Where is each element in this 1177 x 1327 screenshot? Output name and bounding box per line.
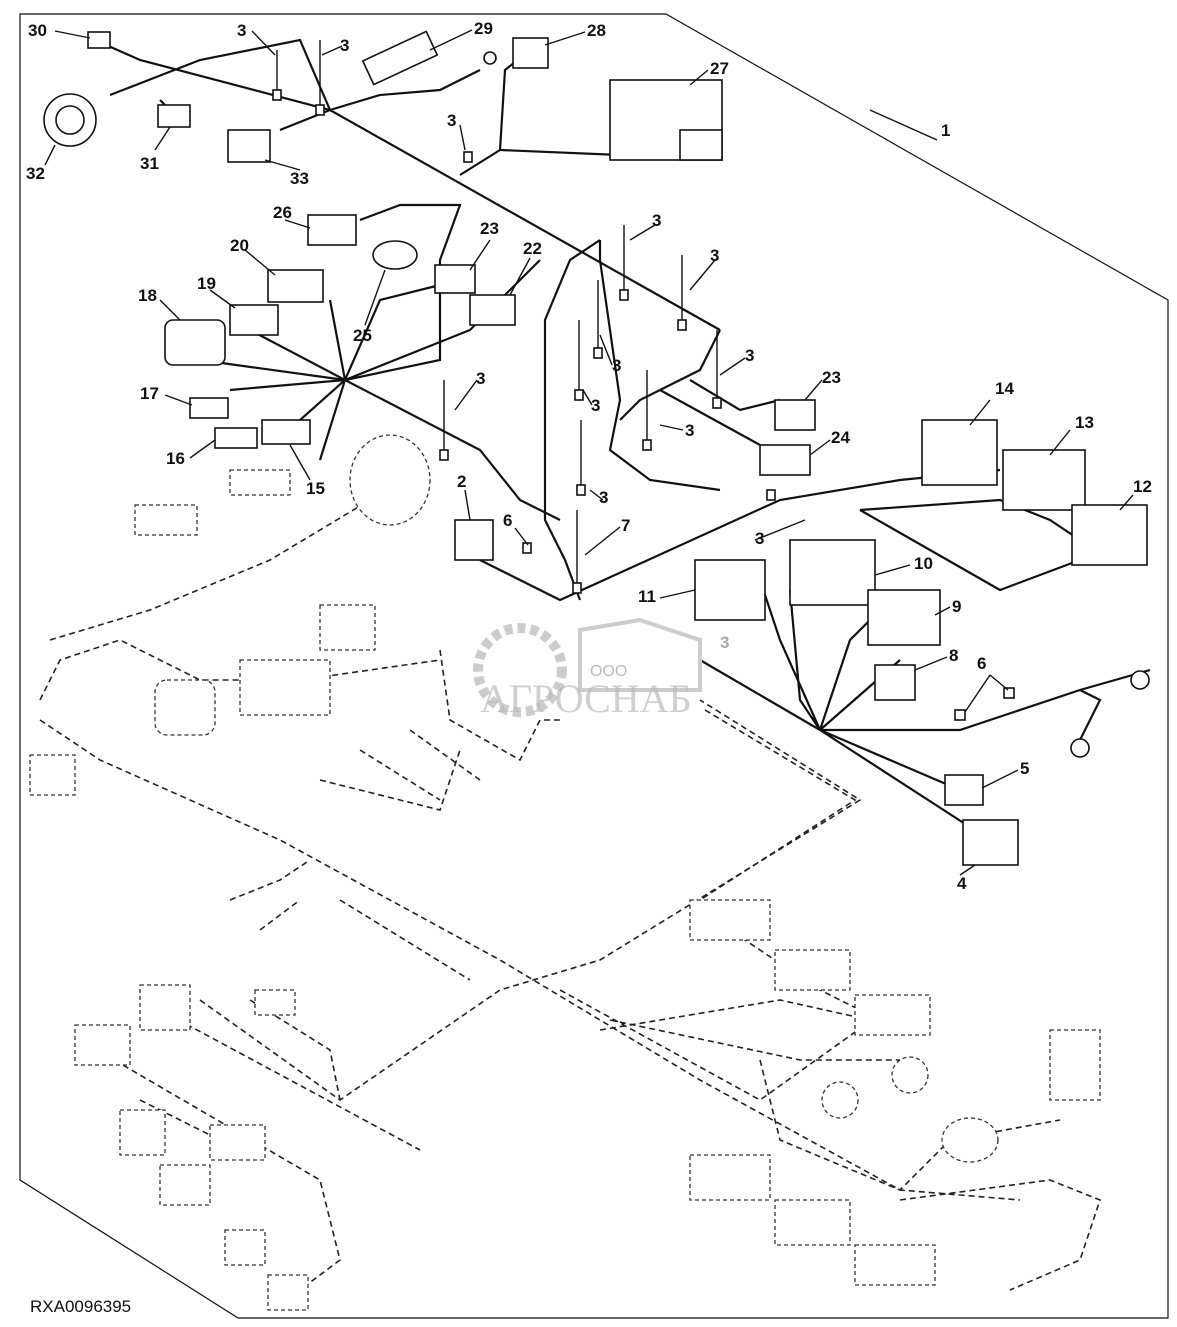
connector-26	[307, 214, 357, 246]
callout: 2	[457, 472, 466, 491]
callout: 1	[941, 121, 950, 140]
connector-11	[694, 559, 766, 621]
connector-12	[1071, 504, 1148, 566]
connector-28	[512, 37, 549, 69]
cable-ties	[272, 40, 1015, 721]
figure-reference: RXA0096395	[30, 1297, 131, 1316]
connector-31	[157, 104, 191, 128]
leader-lines	[44, 29, 1134, 876]
connector-23b	[774, 399, 816, 431]
callout: 3	[447, 111, 456, 130]
callout: 10	[914, 554, 933, 573]
callout: 16	[166, 449, 185, 468]
ring-terminal	[1130, 670, 1150, 690]
connector-14	[921, 419, 998, 486]
callout: 33	[290, 169, 309, 188]
callout: 27	[710, 59, 729, 78]
callout: 4	[957, 874, 967, 893]
connector-9	[867, 589, 941, 646]
callout: 23	[480, 219, 499, 238]
ring-terminal	[1070, 738, 1090, 758]
callout: 32	[26, 164, 45, 183]
callout: 9	[952, 597, 961, 616]
connector-10	[789, 539, 876, 606]
connector-33	[227, 129, 271, 163]
callout: 22	[523, 239, 542, 258]
connector-30	[87, 31, 111, 49]
callout: 3	[612, 356, 621, 375]
callout: 25	[353, 326, 372, 345]
callout: 3	[591, 396, 600, 415]
svg-text:ООО: ООО	[590, 663, 627, 680]
callout: 7	[621, 516, 630, 535]
callout: 30	[28, 21, 47, 40]
connector-24	[759, 444, 811, 476]
callout: 3	[685, 421, 694, 440]
callout: 24	[831, 428, 850, 447]
background-connectors-dashed	[29, 434, 1101, 1311]
callout: 18	[138, 286, 157, 305]
connector-19	[229, 304, 279, 336]
watermark-logo: ООО АГРОСНАБ	[473, 617, 702, 721]
callout: 17	[140, 384, 159, 403]
connector-25	[372, 240, 418, 270]
callout: 6	[503, 511, 512, 530]
callout: 19	[197, 274, 216, 293]
connectors	[43, 30, 1150, 866]
callout: 3	[476, 369, 485, 388]
connector-23a	[434, 264, 476, 294]
connector-17	[189, 397, 229, 419]
callout: 11	[638, 587, 656, 606]
connector-4	[962, 819, 1019, 866]
callout: 5	[1020, 759, 1029, 778]
callout: 12	[1133, 477, 1152, 496]
callout: 3	[720, 633, 729, 652]
connector-2	[454, 519, 494, 561]
callout: 3	[710, 246, 719, 265]
ring-terminal	[483, 51, 497, 65]
connector-15	[261, 419, 311, 445]
callout: 3	[340, 36, 349, 55]
connector-18	[164, 319, 226, 366]
callout: 23	[822, 368, 841, 387]
callout: 3	[745, 346, 754, 365]
connector-5	[944, 774, 984, 806]
svg-text:АГРОСНАБ: АГРОСНАБ	[480, 676, 692, 721]
callout: 3	[652, 211, 661, 230]
callout: 28	[587, 21, 606, 40]
connector-16	[214, 427, 258, 449]
connector-20	[267, 269, 324, 303]
callout: 13	[1075, 413, 1094, 432]
callout: 29	[474, 19, 493, 38]
connector-22	[469, 294, 516, 326]
callout: 20	[230, 236, 249, 255]
diagram-frame	[19, 13, 1169, 1319]
connector-29	[361, 30, 439, 86]
callout: 15	[306, 479, 325, 498]
connector-8	[874, 664, 916, 701]
connector-13	[1002, 449, 1086, 511]
main-harness	[94, 38, 1151, 841]
callout: 26	[273, 203, 292, 222]
callout-labels: 30 3 3 29 28 27 1 32 31 33 3 26 20 23 22…	[26, 19, 1152, 893]
callout: 3	[237, 21, 246, 40]
callout: 14	[995, 379, 1014, 398]
callout: 8	[949, 646, 958, 665]
callout: 31	[140, 154, 159, 173]
callout: 3	[599, 488, 608, 507]
callout: 6	[977, 654, 986, 673]
